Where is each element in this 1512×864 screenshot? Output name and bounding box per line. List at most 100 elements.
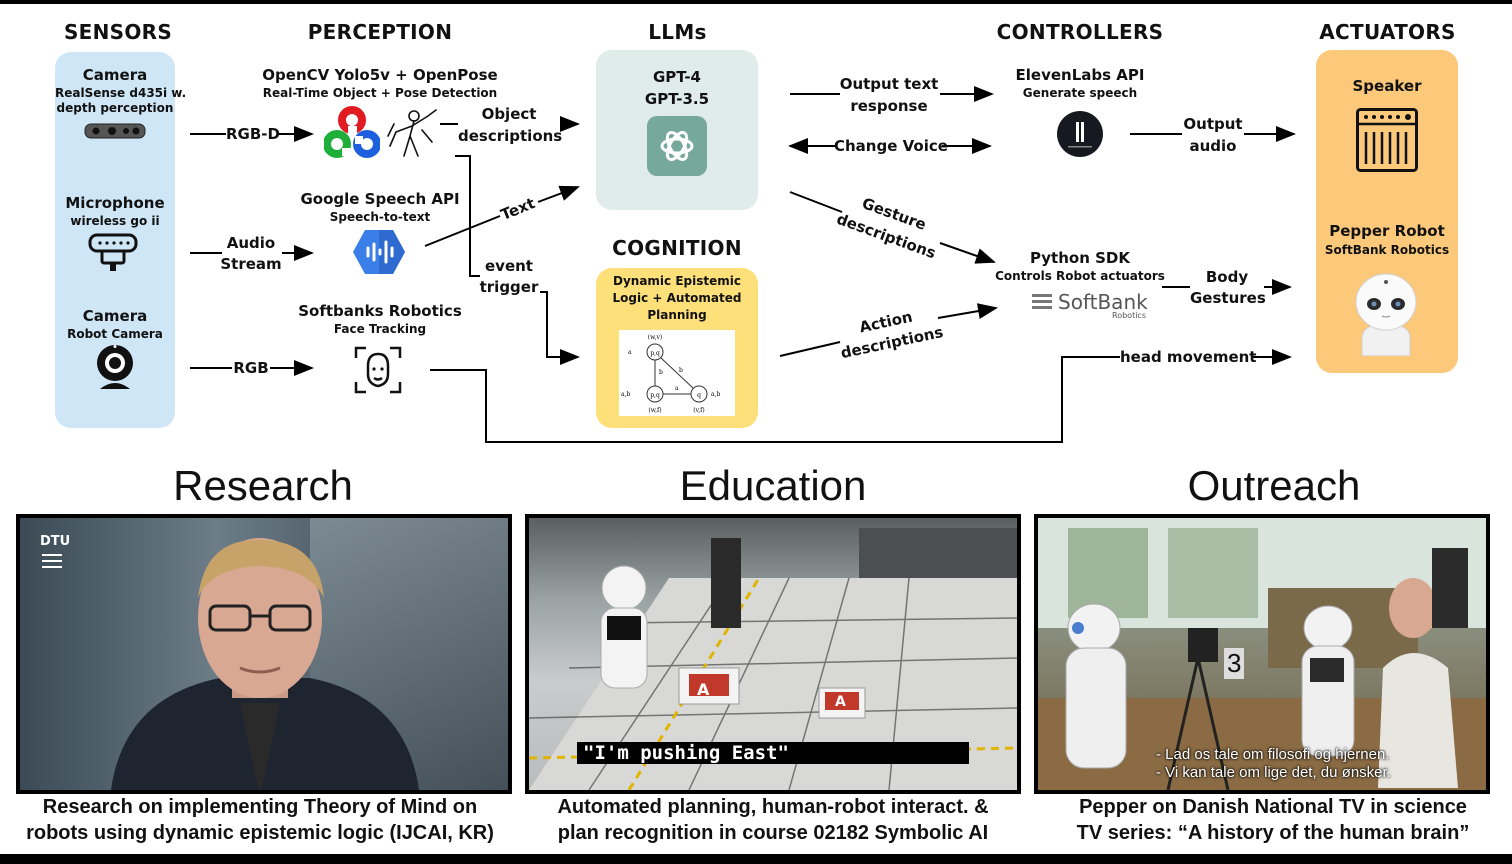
graph-node1-label: p,q [650,350,660,357]
sensor-camera-sub1: RealSense d435i w. [55,86,187,100]
controller-elevenlabs-title: ElevenLabs API [1015,66,1145,84]
header-sensors: SENSORS [63,20,173,44]
graph-loop1-label: a [628,349,632,356]
webcam-icon [97,345,133,389]
flow-connectors [190,86,1296,443]
edge-label-output-1: Output text [839,75,939,93]
softbank-logo-text: SoftBank [1058,290,1148,314]
microphone-icon [88,233,138,271]
face-tracking-icon [354,346,402,394]
education-photo: A A "I'm pushing East" [525,514,1021,794]
tv-subtitle-2: - Vi kan tale om lige det, du ønsker. [1156,764,1391,781]
header-cognition: COGNITION [612,236,742,260]
top-border [0,0,1512,4]
llm-gpt35: GPT-3.5 [644,90,710,108]
edge-gesture-left [789,191,843,213]
edge-text-right [537,185,580,203]
edge-label-event-2: trigger [479,278,539,296]
softbank-logo-sub: Robotics [1112,311,1146,320]
edge-label-audio-out-1: Output [1183,115,1243,133]
section-title-research: Research [173,462,353,509]
cognition-line2: Logic + Automated [612,291,742,305]
research-photo: DTU [16,514,512,794]
graph-node2-label: p,q [650,392,660,399]
edge-label-object-2: descriptions [458,127,563,145]
perception-opencv-sub: Real-Time Object + Pose Detection [262,86,498,100]
dtu-logo-icon [42,554,62,568]
openpose-figure-icon [387,109,437,157]
sensor-camera-title: Camera [82,66,148,84]
graph-edge-horizontal-label: a [675,385,679,392]
depth-camera-icon [84,123,146,139]
controller-sdk-title: Python SDK [1030,249,1130,267]
edge-label-voice: Change Voice [834,137,948,155]
sensor-robot-camera-sub: Robot Camera [67,327,163,341]
header-perception: PERCEPTION [307,20,453,44]
edge-label-audio-2: Stream [220,255,282,273]
edge-label-audio-out-2: audio [1189,137,1237,155]
tv-subtitle-1: - Lad os tale om filosofi og hjernen. [1156,746,1390,763]
edge-event-top [455,155,480,277]
speaker-amp-icon [1356,108,1418,172]
graph-node2-world: (w,f) [648,407,661,414]
softbank-logo-icon [1032,294,1052,309]
graph-loop3-label: a,b [711,391,720,398]
epistemic-model-graph: p,q (w,v) p,q (w,f) q (v,f) a b b a a,b … [619,330,735,416]
education-subtitle: "I'm pushing East" [577,742,969,764]
edge-head-path [430,356,1120,443]
perception-opencv-title: OpenCV Yolo5v + OpenPose [262,66,498,84]
tile-letter-a2: A [835,694,846,710]
research-caption-1: Research on implementing Theory of Mind … [42,796,478,818]
tv-studio-scene [1038,518,1486,790]
cognition-line1: Dynamic Epistemic [613,274,741,288]
presenter-figure [111,538,419,790]
perception-face-title: Softbanks Robotics [298,302,462,320]
graph-edge-vertical-label: b [659,369,663,376]
outreach-photo: 3 - Lad os tale om filosofi og hjernen. … [1034,514,1490,794]
opencv-logo-icon [324,106,380,158]
edge-event-bottom [540,291,580,365]
elevenlabs-logo-icon [1057,111,1103,157]
perception-face-sub: Face Tracking [333,322,427,336]
edge-label-body-1: Body [1205,268,1249,286]
perception-speech-title: Google Speech API [300,190,460,208]
header-actuators: ACTUATORS [1319,20,1456,44]
graph-loop2-label: a,b [621,391,630,398]
education-caption-2: plan recognition in course 02182 Symboli… [557,822,989,844]
header-llms: LLMs [648,20,707,44]
research-caption-2: robots using dynamic epistemic logic (IJ… [26,822,494,844]
graph-node3-label: q [697,392,701,399]
edge-label-audio-1: Audio [226,234,276,252]
edge-action-left [779,341,841,357]
controller-sdk-sub: Controls Robot actuators [995,269,1165,283]
controller-elevenlabs-sub: Generate speech [1022,86,1138,100]
edge-text-left [424,215,501,247]
tile-letter-a1: A [697,680,710,699]
section-title-education: Education [679,462,867,509]
edge-label-rgb: RGB [233,359,269,377]
edge-label-event-1: event [485,257,533,275]
outreach-caption-1: Pepper on Danish National TV in science [1079,796,1467,818]
graph-node1-world: (w,v) [648,334,662,341]
sensor-microphone-sub: wireless go ii [70,214,160,228]
cognition-line3: Planning [647,308,707,322]
studio-sign: 3 [1224,648,1245,679]
pepper-robot-image [1355,273,1417,356]
edge-label-object-1: Object [481,105,537,123]
sensor-robot-camera-title: Camera [82,307,148,325]
sensor-microphone-title: Microphone [65,194,165,212]
edge-label-head: head movement [1120,348,1257,366]
education-caption-1: Automated planning, human-robot interact… [557,796,989,818]
actuator-speaker-title: Speaker [1352,77,1422,95]
perception-speech-sub: Speech-to-text [329,210,431,224]
outreach-caption-2: TV series: “A history of the human brain… [1076,822,1470,844]
sensor-camera-sub2: depth perception [56,101,174,115]
speech-to-text-icon [353,230,405,274]
edge-label-body-2: Gestures [1190,289,1266,307]
section-title-outreach: Outreach [1187,462,1361,509]
edge-label-rgbd: RGB-D [226,125,280,143]
header-controllers: CONTROLLERS [996,20,1164,44]
edge-label-output-2: response [850,97,928,115]
bottom-border [0,854,1512,864]
dtu-badge: DTU [40,534,71,549]
